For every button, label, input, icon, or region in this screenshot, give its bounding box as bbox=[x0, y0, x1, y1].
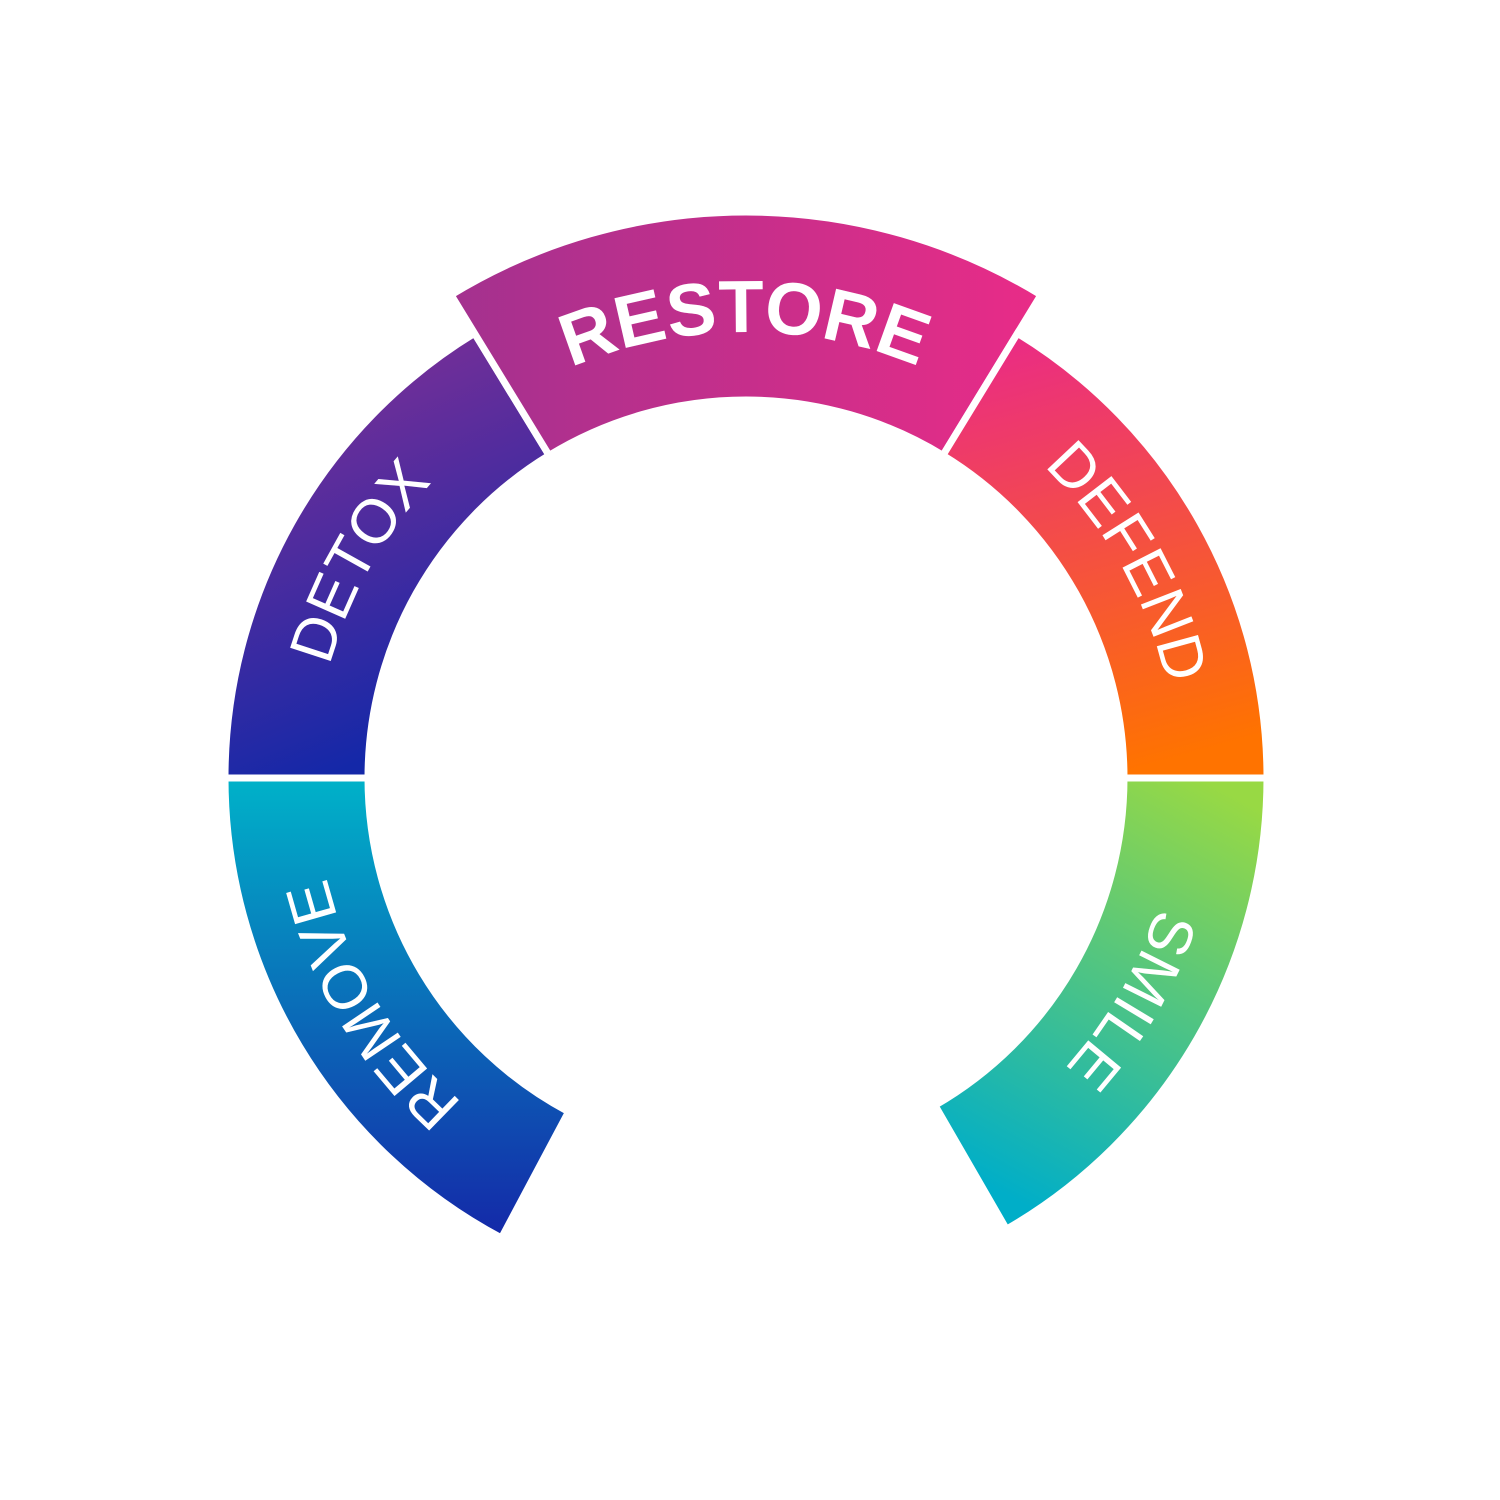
segment-remove bbox=[221, 774, 574, 1243]
segment-detox bbox=[221, 328, 554, 782]
segment-smile bbox=[930, 774, 1271, 1234]
segment-defend bbox=[938, 328, 1271, 782]
segment-restore bbox=[446, 208, 1046, 461]
